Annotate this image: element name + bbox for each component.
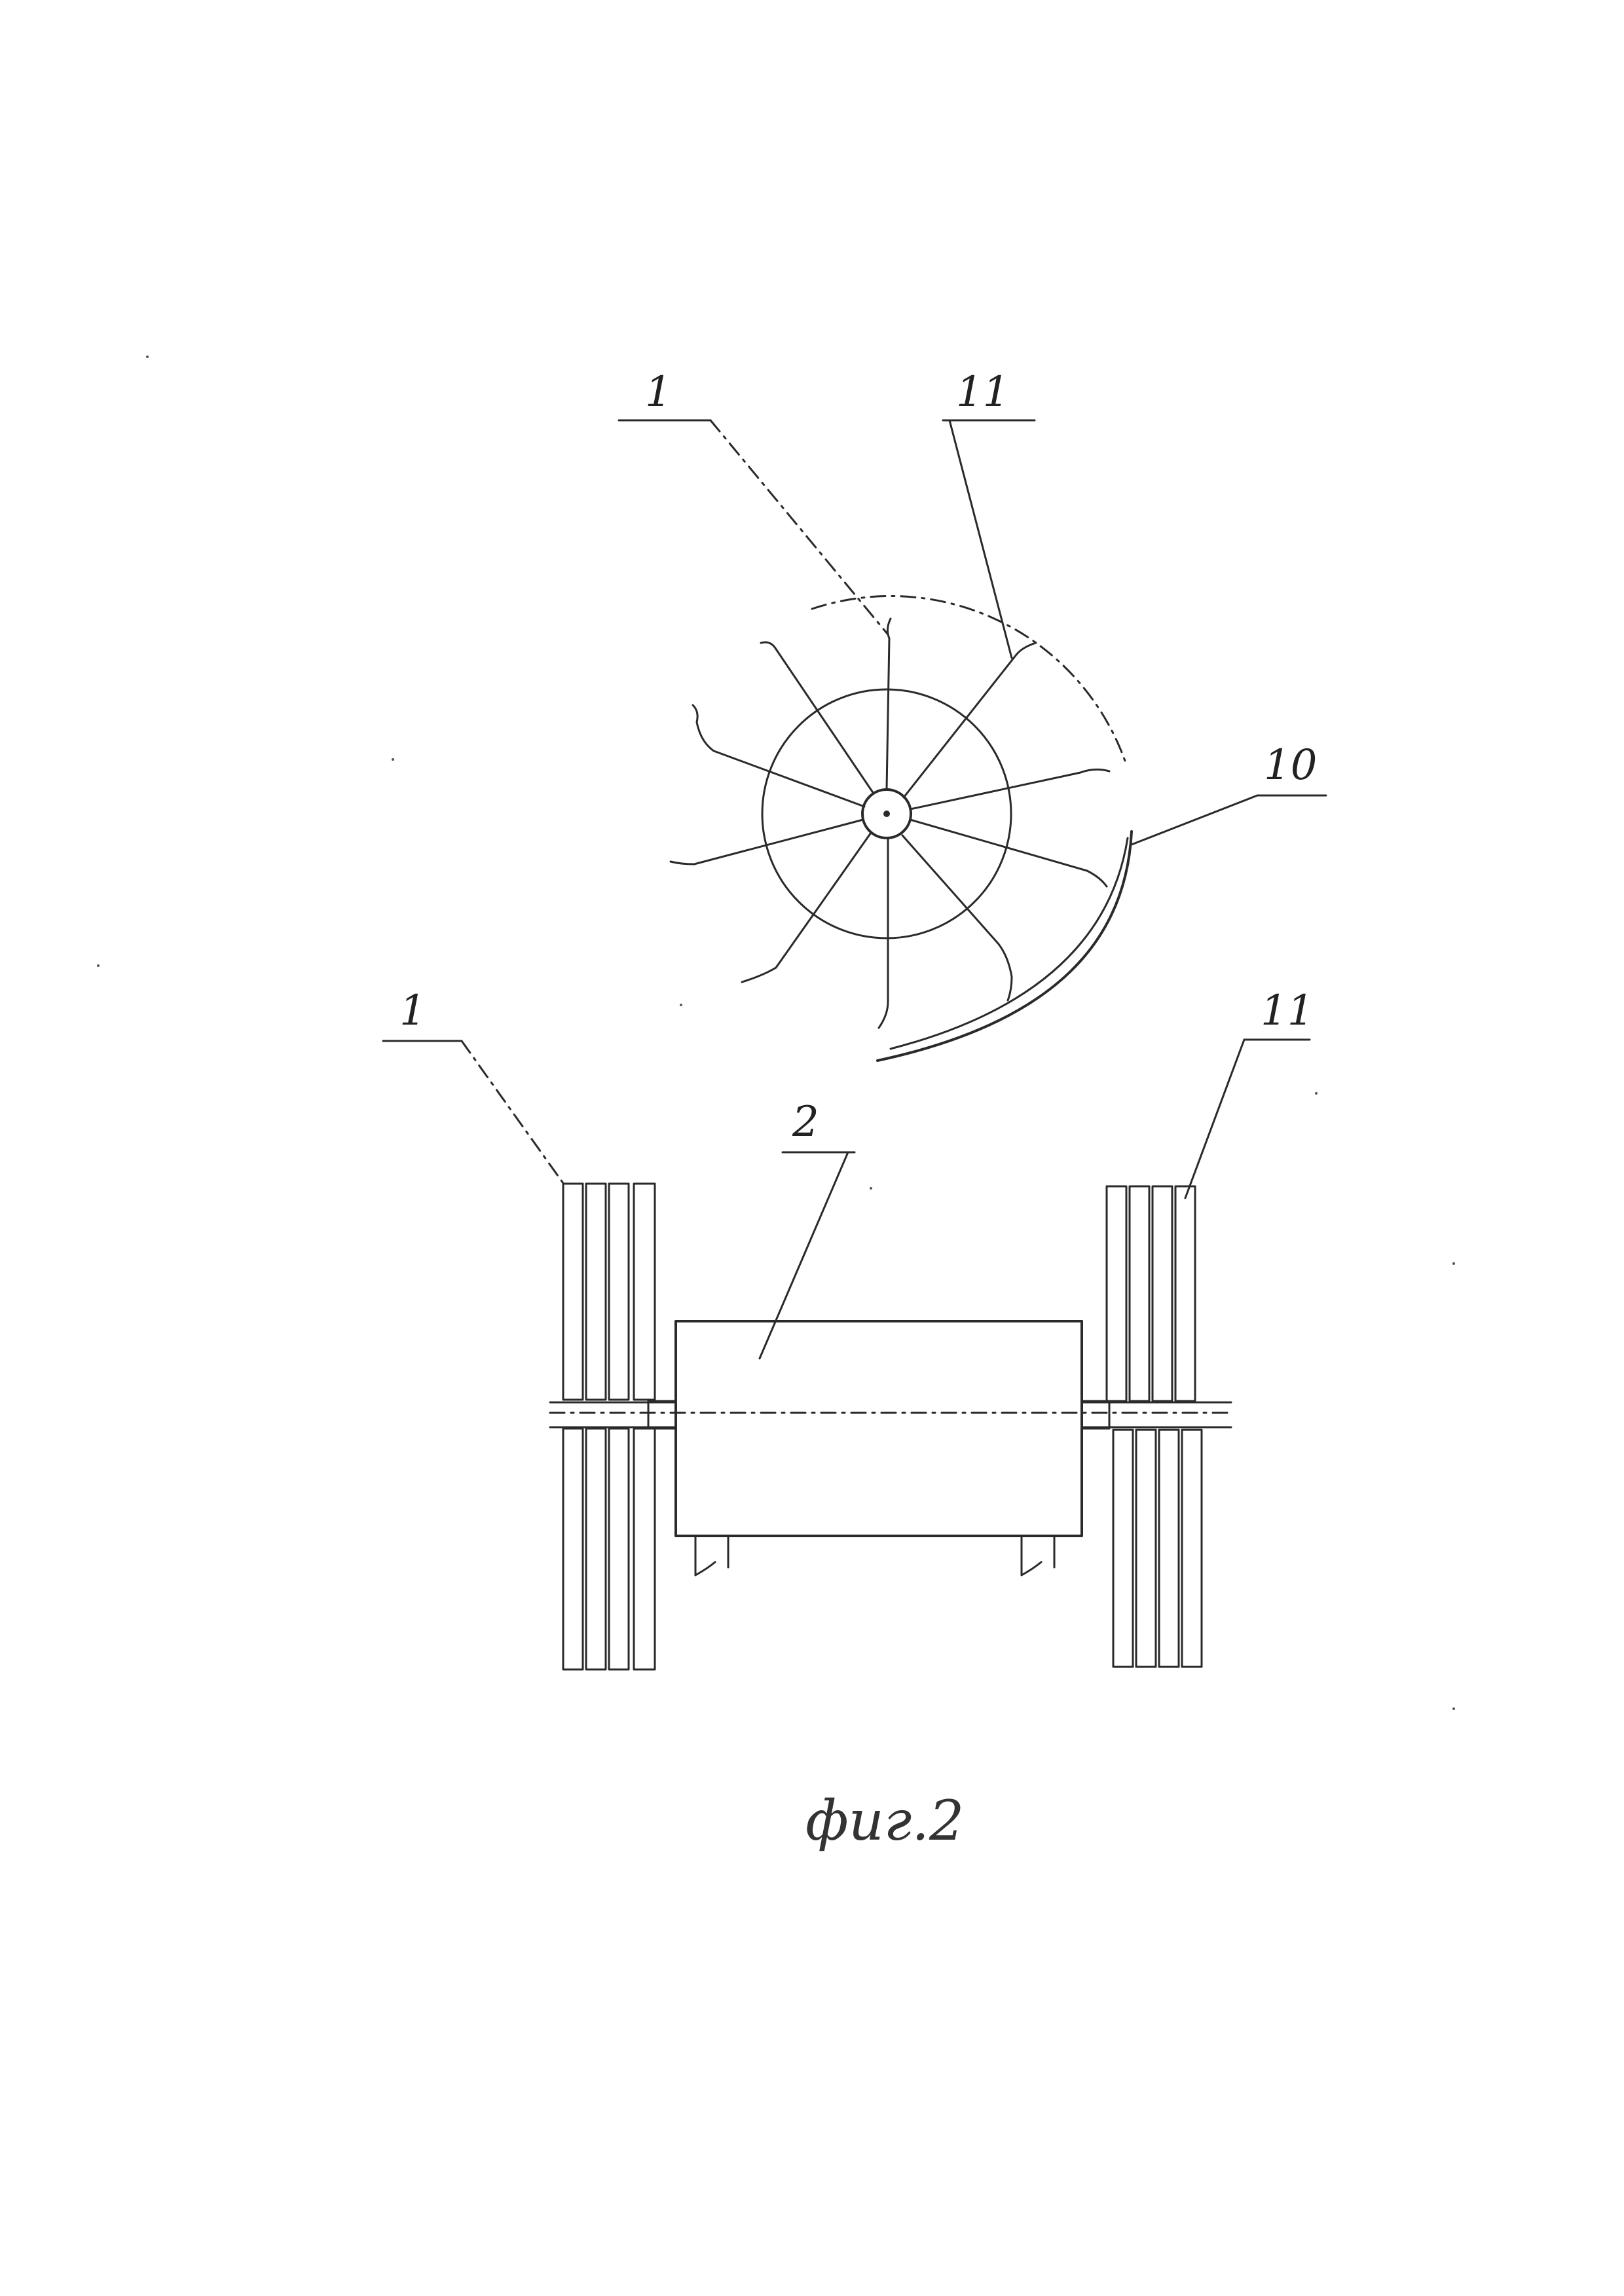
right-tine-7 [1158, 1429, 1180, 1668]
right-tine-3 [1151, 1185, 1173, 1402]
label-top-reel: 1 [645, 368, 672, 416]
left-tine-4 [633, 1182, 656, 1401]
reel-tines [669, 617, 1111, 1029]
reel-side-view [669, 595, 1133, 1062]
left-reel-stack [562, 1182, 656, 1671]
figure-caption: фиг.2 [805, 1789, 964, 1853]
right-tine-1 [1105, 1185, 1128, 1402]
left-tine-8 [633, 1427, 656, 1671]
tine-right [909, 768, 1111, 811]
right-tine-4 [1174, 1185, 1196, 1402]
drum-body [674, 1320, 1083, 1537]
left-tine-6 [585, 1427, 607, 1671]
reel-axle-point [883, 811, 890, 817]
tine-up [885, 617, 892, 791]
left-tine-7 [608, 1427, 630, 1671]
tine-down-right [901, 834, 1013, 1002]
tine-down-left [741, 831, 872, 983]
label-bottom-tine: 11 [1261, 987, 1314, 1035]
right-tine-6 [1135, 1429, 1157, 1668]
label-top-tine: 11 [956, 368, 1009, 416]
left-tine-1 [562, 1182, 584, 1401]
drum-foot-right [1020, 1535, 1056, 1576]
left-tine-5 [562, 1427, 584, 1671]
left-tine-3 [608, 1182, 630, 1401]
label-guard: 10 [1264, 741, 1317, 790]
top-labels: 1 11 10 [618, 368, 1327, 846]
guard-spiral-inner [889, 837, 1129, 1050]
right-tine-8 [1181, 1429, 1203, 1668]
tine-upper-left [692, 704, 866, 808]
scan-specks [97, 355, 1455, 1710]
left-tine-2 [585, 1182, 607, 1401]
right-tine-2 [1128, 1185, 1151, 1402]
tine-left [669, 818, 864, 866]
tine-top-left [760, 641, 875, 795]
label-drum: 2 [792, 1098, 819, 1146]
label-bottom-reel: 1 [399, 987, 426, 1035]
shaft [549, 1400, 1232, 1430]
bottom-labels: 1 2 11 [382, 987, 1314, 1360]
reel-disc [761, 688, 1012, 939]
tine-lower-right [909, 818, 1108, 888]
right-reel-stack [1105, 1185, 1203, 1668]
right-tine-5 [1112, 1429, 1134, 1668]
tine-sweep-arc [811, 595, 1128, 766]
guard-spiral [876, 830, 1133, 1062]
tine-down [877, 837, 889, 1029]
drum-foot-left [694, 1535, 729, 1576]
tine-upper-right [902, 642, 1037, 799]
assembly-front-view [549, 1182, 1232, 1671]
